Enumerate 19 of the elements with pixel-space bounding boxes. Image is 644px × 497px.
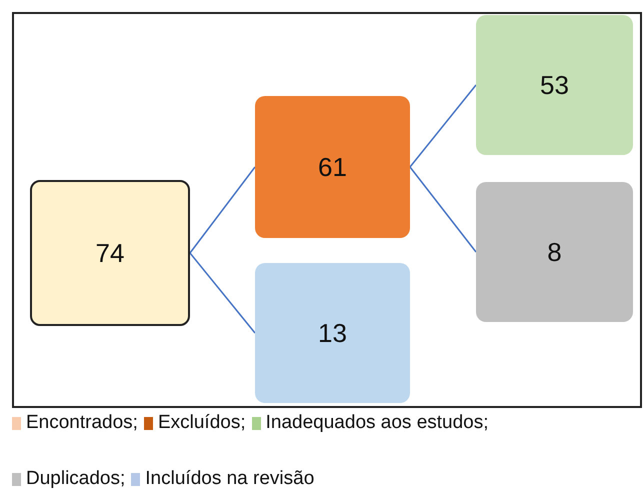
count-label: 8 (547, 236, 562, 268)
count-label: 74 (96, 238, 124, 268)
number-box (30, 180, 190, 326)
number-box (476, 182, 633, 322)
number-box (255, 96, 410, 238)
connector-line (189, 166, 256, 254)
connector-line (189, 252, 256, 334)
number-box (255, 263, 410, 403)
legend-label: Duplicados; (26, 468, 126, 490)
legend-label: Encontrados; (26, 412, 138, 434)
count-label: 61 (318, 152, 347, 182)
count-label: 53 (540, 70, 569, 100)
connector-line (409, 84, 477, 168)
connector-line (409, 166, 477, 252)
legend-label: Incluídos na revisão (145, 468, 314, 490)
number-box (476, 15, 633, 155)
legend-label: Excluídos; (158, 412, 246, 434)
legend-label: Inadequados aos estudos; (266, 412, 489, 434)
count-label: 13 (318, 318, 347, 348)
